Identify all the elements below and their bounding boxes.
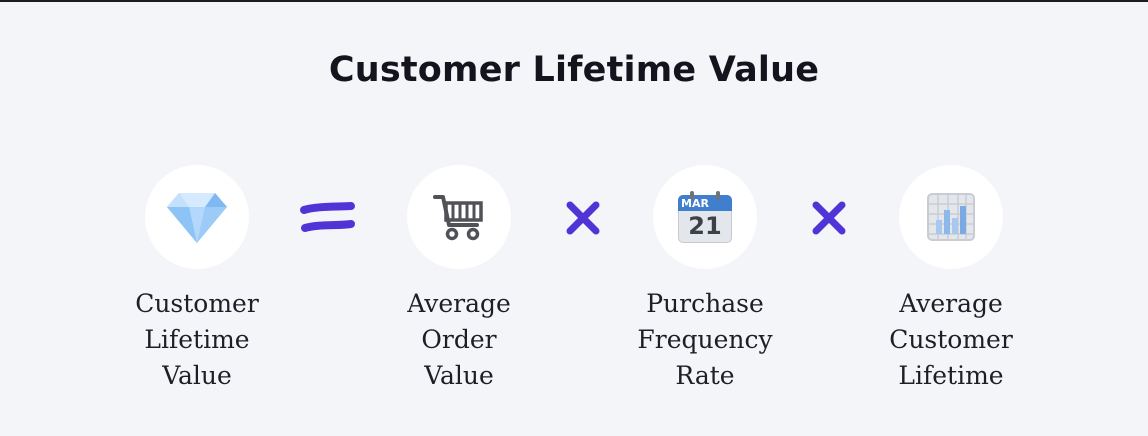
term-circle-purchase-frequency-rate: MAR 21 <box>653 165 757 269</box>
term-label-average-customer-lifetime: Average Customer Lifetime <box>889 289 1013 390</box>
diamond-icon <box>167 193 227 243</box>
term-label-average-order-value: Average Order Value <box>407 289 511 390</box>
calendar-month: MAR <box>681 197 709 210</box>
calendar-icon: MAR 21 <box>678 191 732 243</box>
equals-icon <box>299 199 357 237</box>
page-title: Customer Lifetime Value <box>328 50 820 90</box>
multiply-icon <box>810 199 848 237</box>
term-circle-average-customer-lifetime <box>899 165 1003 269</box>
term-label-purchase-frequency-rate: Purchase Frequency Rate <box>637 289 773 390</box>
bar-chart-icon <box>927 193 975 241</box>
top-border <box>0 0 1148 2</box>
shopping-cart-icon <box>433 195 483 241</box>
calendar-day: 21 <box>688 212 722 240</box>
term-circle-average-order-value <box>407 165 511 269</box>
multiply-icon <box>564 199 602 237</box>
term-circle-customer-lifetime-value <box>145 165 249 269</box>
term-label-customer-lifetime-value: Customer Lifetime Value <box>135 289 259 390</box>
